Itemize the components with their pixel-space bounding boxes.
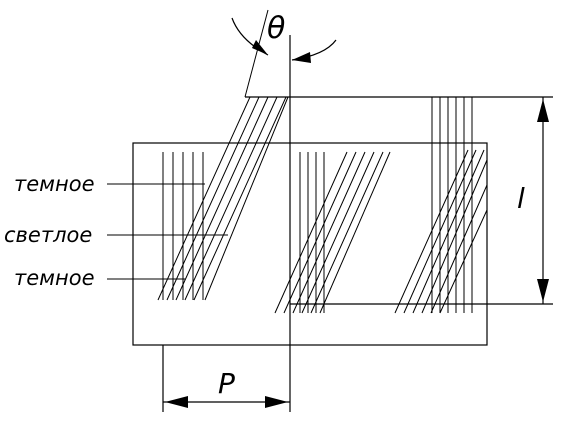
label-light: светлое (4, 223, 92, 247)
label-leaders (107, 183, 228, 280)
arrow-right-icon (265, 396, 288, 408)
rotation-angle-marker (231, 17, 337, 63)
second-grating-frame (245, 96, 553, 305)
label-angle: θ (267, 11, 285, 46)
length-dimension (537, 97, 549, 304)
arrow-up-icon (537, 99, 549, 122)
label-dark-top: темное (14, 172, 95, 196)
grating-group-2-inclined (274, 151, 391, 314)
label-length: l (517, 182, 525, 215)
grating-group-3-inclined (394, 149, 488, 314)
outer-frame (132, 142, 488, 346)
arrow-head-right-icon (292, 52, 311, 63)
grating-group-1-vertical (162, 152, 204, 300)
grating-group-3-vertical (431, 97, 473, 313)
arrow-left-icon (165, 396, 188, 408)
arrow-head-left-icon (252, 40, 268, 55)
label-dark-bottom: темное (14, 266, 95, 290)
period-dimension (163, 396, 290, 408)
arrow-down-icon (537, 279, 549, 302)
grating-group-1-inclined (157, 9, 289, 301)
label-period: P (218, 367, 235, 400)
grating-group-2-vertical (299, 152, 325, 313)
